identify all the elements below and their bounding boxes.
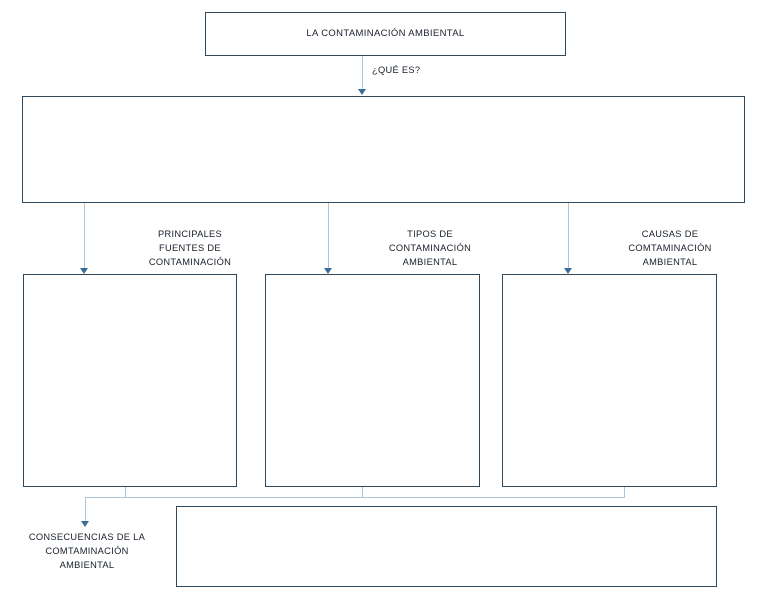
connector-line-vertical [85, 497, 87, 524]
connector-line-vertical [125, 487, 127, 498]
title-box[interactable]: LA CONTAMINACIÓN AMBIENTAL [205, 12, 566, 56]
types-box[interactable] [265, 274, 480, 487]
label-causes: CAUSAS DE COMTAMINACIÓN AMBIENTAL [628, 229, 712, 267]
connector-line-vertical [84, 203, 86, 269]
title-box-text: LA CONTAMINACIÓN AMBIENTAL [306, 28, 465, 40]
definition-box[interactable] [22, 96, 745, 203]
arrow-head-icon [357, 89, 366, 95]
label-sources: PRINCIPALES FUENTES DE CONTAMINACIÓN [148, 229, 232, 267]
arrow-head-icon [81, 521, 89, 527]
connector-line-horizontal [85, 497, 625, 499]
connector-line-vertical [568, 203, 570, 269]
connector-line-vertical [362, 487, 364, 498]
consequences-box[interactable] [176, 506, 717, 587]
label-types: TIPOS DE CONTAMINACIÓN AMBIENTAL [388, 229, 472, 267]
connector-line-vertical [362, 56, 364, 90]
causes-box[interactable] [502, 274, 717, 487]
label-what-is: ¿QUÉ ES? [372, 65, 421, 75]
connector-line-vertical [328, 203, 330, 269]
label-consequences: CONSECUENCIAS DE LA COMTAMINACIÓN AMBIEN… [28, 532, 146, 570]
sources-box[interactable] [23, 274, 237, 487]
connector-line-vertical [624, 487, 626, 498]
